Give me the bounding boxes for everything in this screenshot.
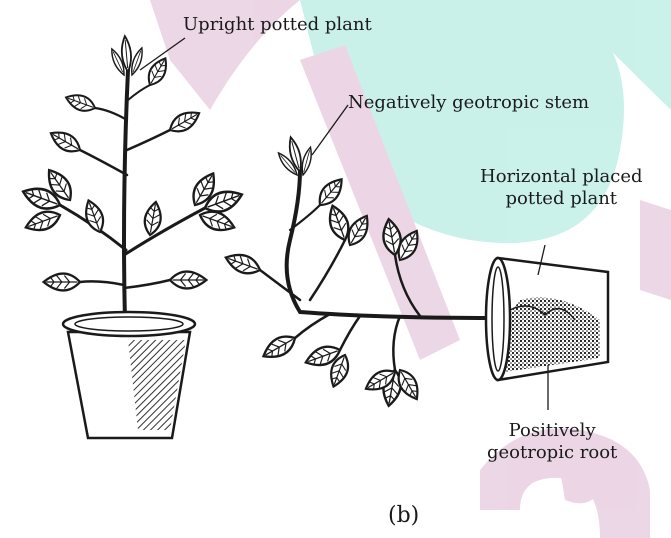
label-negatively-geotropic-stem: Negatively geotropic stem bbox=[348, 92, 589, 114]
horizontal-pot bbox=[486, 258, 608, 380]
label-positive-line-2: geotropic root bbox=[487, 442, 617, 464]
label-horizontal-line-1: Horizontal placed bbox=[480, 166, 643, 188]
label-positively-geotropic-root: Positively geotropic root bbox=[487, 420, 617, 464]
label-upright-potted-plant: Upright potted plant bbox=[183, 14, 372, 36]
figure-caption: (b) bbox=[388, 505, 419, 527]
label-horizontal-line-2: potted plant bbox=[480, 188, 643, 210]
label-horizontal-placed-potted-plant: Horizontal placed potted plant bbox=[480, 166, 643, 210]
label-positive-line-1: Positively bbox=[487, 420, 617, 442]
upright-pot bbox=[63, 312, 195, 438]
